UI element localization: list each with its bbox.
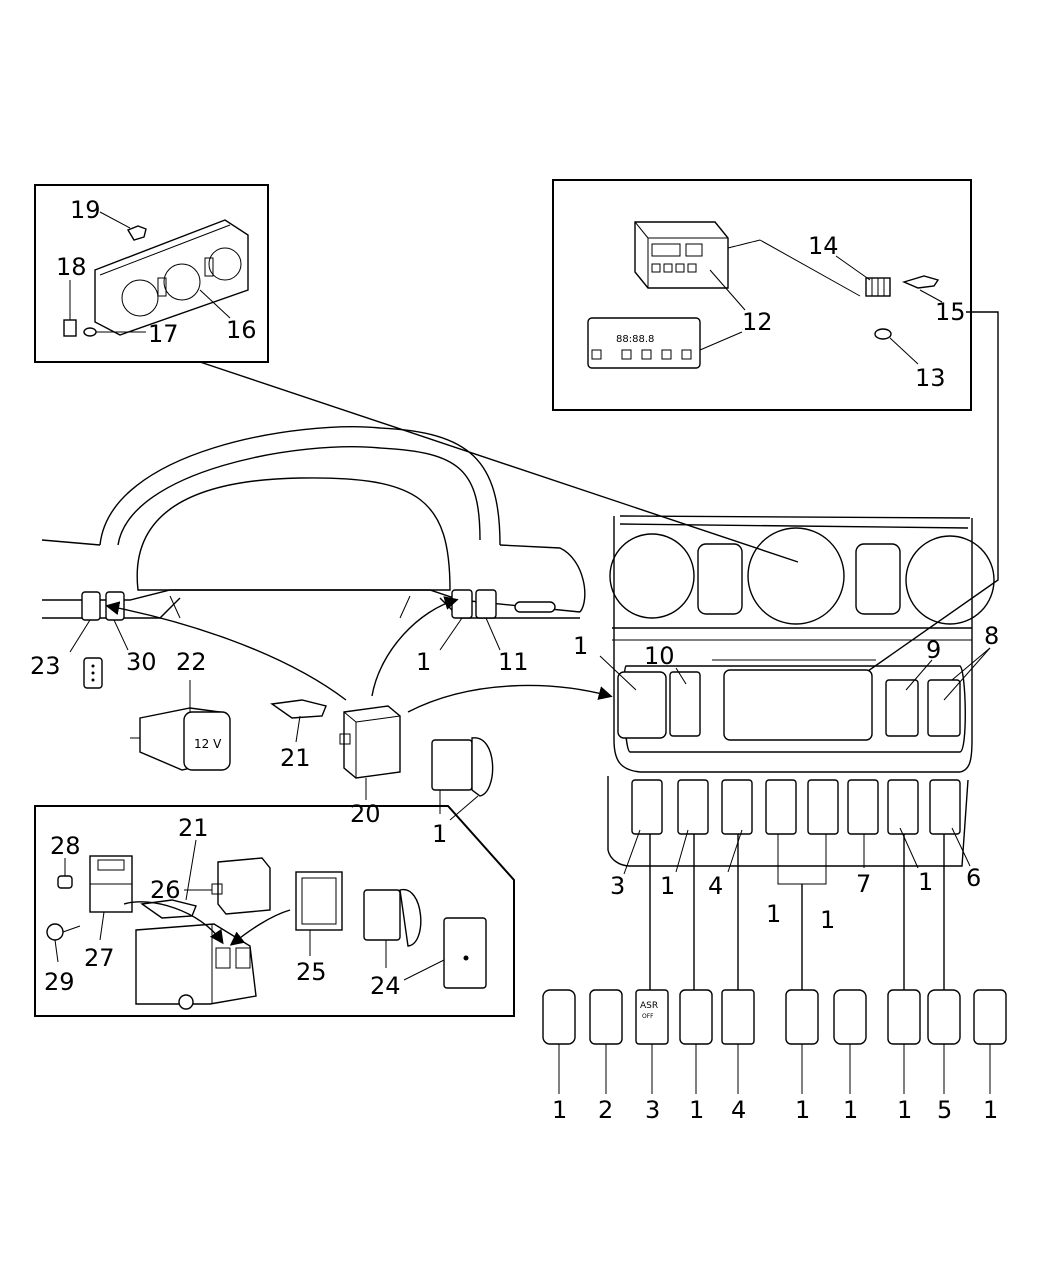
- terminal-21-rear: [140, 899, 197, 919]
- van-rear-view: [135, 923, 257, 1010]
- callout-1-console-b: 1: [660, 872, 675, 900]
- screw-29: [46, 923, 81, 941]
- asr-label: ASR: [640, 1001, 658, 1011]
- callout-b6: 1: [795, 1096, 810, 1124]
- callout-18: 18: [56, 253, 87, 281]
- callout-15: 15: [935, 298, 966, 326]
- callout-26: 26: [150, 876, 181, 904]
- callout-1-console-c: 1: [918, 868, 933, 896]
- dash-switch-23: [81, 591, 101, 621]
- display-faceplate-12: 88:88.8: [587, 317, 701, 369]
- callout-28: 28: [50, 832, 81, 860]
- dash-switch-1: [451, 589, 473, 619]
- callout-24: 24: [370, 972, 401, 1000]
- callout-b10: 1: [983, 1096, 998, 1124]
- inset-frame-climate: [34, 184, 269, 363]
- callout-10: 10: [644, 642, 675, 670]
- switch-b2: [589, 989, 623, 1045]
- dash-switch-11: [475, 589, 497, 619]
- instrument-cluster: [41, 426, 586, 621]
- switch-blank-b10: [973, 989, 1007, 1045]
- bracket-18: [63, 319, 77, 337]
- console-switch-row: [631, 779, 961, 835]
- console-switch-10: [669, 671, 701, 737]
- callout-1-console-d: 1: [766, 900, 781, 928]
- switch-blank-b6: [785, 989, 819, 1045]
- callout-11: 11: [498, 648, 529, 676]
- bottom-switch-row: ASR OFF: [542, 989, 1007, 1045]
- callout-20: 20: [350, 800, 381, 828]
- callout-b1: 1: [552, 1096, 567, 1124]
- callout-8: 8: [984, 622, 999, 650]
- console-switch-9: [885, 679, 919, 737]
- climate-control-unit: [94, 219, 249, 336]
- callout-27: 27: [84, 944, 115, 972]
- callout-7: 7: [856, 870, 871, 898]
- callout-21-rear: 21: [178, 814, 209, 842]
- callout-1-console: 1: [573, 632, 588, 660]
- bulb-13: [874, 328, 892, 340]
- inset-frame-rear: [34, 805, 515, 1017]
- callout-23: 23: [30, 652, 61, 680]
- terminal-15: [901, 275, 940, 289]
- switch-b5: [721, 989, 755, 1045]
- callout-4-console: 4: [708, 872, 723, 900]
- socket-label: 12 V: [194, 737, 222, 751]
- center-console: [607, 515, 995, 867]
- callout-b8: 1: [897, 1096, 912, 1124]
- bracket-27: [89, 855, 133, 913]
- inset-display-unit: 88:88.8 14 15 12 13: [552, 179, 972, 411]
- callout-3-console: 3: [610, 872, 625, 900]
- asr-sub-label: OFF: [642, 1013, 654, 1020]
- callout-1-dash: 1: [416, 648, 431, 676]
- switch-blank-b8: [887, 989, 921, 1045]
- frame-25: [295, 871, 343, 931]
- connector-14: [865, 277, 891, 297]
- callout-1-rocker: 1: [432, 820, 447, 848]
- callout-6: 6: [966, 864, 981, 892]
- callout-22: 22: [176, 648, 207, 676]
- connector-26: [211, 857, 271, 915]
- callout-b9: 5: [937, 1096, 952, 1124]
- switch-blank-b1: [542, 989, 576, 1045]
- callout-21-upper: 21: [280, 744, 311, 772]
- display-module-12: [634, 221, 729, 289]
- screw-17: [83, 327, 97, 337]
- pin-28: [57, 875, 73, 889]
- switch-blank-b7: [833, 989, 867, 1045]
- callout-b7: 1: [843, 1096, 858, 1124]
- switch-b9: [927, 989, 961, 1045]
- inset-climate-control: 19 18 17 16: [34, 184, 269, 363]
- callout-9: 9: [926, 636, 941, 664]
- console-switch-8: [927, 679, 961, 737]
- callout-13: 13: [915, 364, 946, 392]
- callout-b4: 1: [689, 1096, 704, 1124]
- switch-24: [363, 889, 487, 989]
- callout-1-console-e: 1: [820, 906, 835, 934]
- callout-19: 19: [70, 196, 101, 224]
- callout-14: 14: [808, 232, 839, 260]
- callout-12: 12: [742, 308, 773, 336]
- inset-rear-switch: 28 21 26 29 27 25 24: [34, 805, 515, 1017]
- callout-b2: 2: [598, 1096, 613, 1124]
- console-blank-1: [617, 671, 667, 739]
- callout-b3: 3: [645, 1096, 660, 1124]
- callout-b5: 4: [731, 1096, 746, 1124]
- callout-25: 25: [296, 958, 327, 986]
- switch-housing-20: [339, 705, 401, 779]
- callout-16: 16: [226, 316, 257, 344]
- callout-29: 29: [44, 968, 75, 996]
- console-display: [723, 669, 873, 741]
- callout-30: 30: [126, 648, 157, 676]
- power-socket-22: 12 V: [130, 707, 231, 771]
- rocker-switch-1: [431, 737, 494, 797]
- inset-frame-display: [552, 179, 972, 411]
- display-readout: 88:88.8: [616, 334, 654, 345]
- terminal-21: [270, 699, 327, 719]
- clip-19: [126, 225, 147, 241]
- callout-17: 17: [148, 320, 179, 348]
- switch-blank-b4: [679, 989, 713, 1045]
